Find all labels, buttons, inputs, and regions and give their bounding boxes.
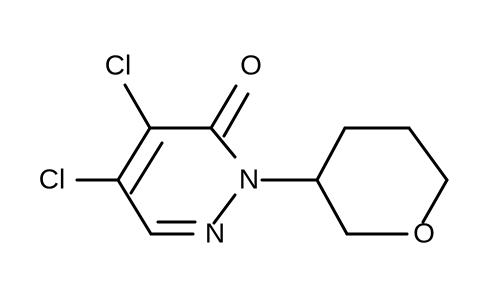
atom-o-ring: O (413, 217, 435, 248)
bond-thp-c3-c4 (315, 126, 347, 182)
bond-thp-c2-c3 (315, 178, 349, 236)
bond-c4-c5-inner (129, 141, 164, 195)
bond-c5-c6 (116, 178, 153, 236)
atom-cl-top: Cl (105, 49, 131, 80)
bond-thp-c5-c6 (407, 126, 449, 182)
bond-n1-c3 (209, 126, 237, 159)
bond-c4-cl (123, 83, 152, 130)
bond-n2-n1 (212, 193, 237, 225)
bond-c3-o (209, 84, 238, 130)
bond-c4-c5 (116, 126, 152, 182)
bond-thp-c6-o (421, 178, 449, 224)
atom-o-carbonyl: O (240, 49, 262, 80)
atom-cl-left: Cl (39, 163, 65, 194)
bond-c3-o-second (222, 92, 250, 138)
atom-n-double: N (205, 217, 225, 248)
atom-n-ring: N (239, 163, 259, 194)
